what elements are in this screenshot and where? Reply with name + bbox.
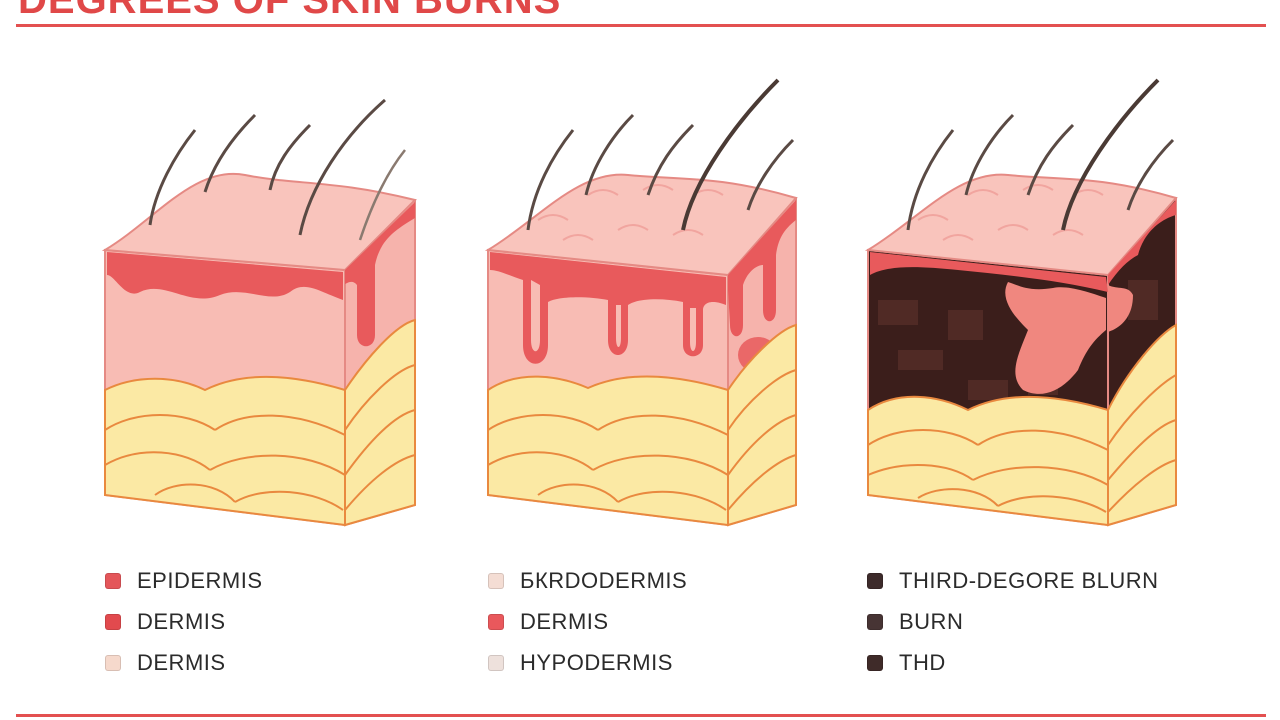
legend-swatch — [867, 572, 883, 589]
legend-label: EPIDERMIS — [137, 567, 263, 593]
diagram-title: DEGREES OF SKIN BURNS — [18, 0, 562, 22]
legend-label: BURN — [899, 608, 964, 634]
legend-item: БКRDODERMIS — [488, 560, 848, 601]
legend-item: THIRD-DEGORE BLURN — [867, 560, 1227, 601]
legend-item: DERMIS — [488, 601, 848, 642]
legend-swatch — [105, 613, 121, 630]
legend-label: DERMIS — [520, 608, 609, 634]
legend-item: BURN — [867, 601, 1227, 642]
legend-swatch — [105, 572, 121, 589]
legend-item: DERMIS — [105, 642, 465, 683]
legend-first-degree: EPIDERMIS DERMIS DERMIS — [105, 560, 465, 683]
legend-label: DERMIS — [137, 608, 226, 634]
second-degree-illustration — [484, 78, 798, 527]
legend-label: HYPODERMIS — [520, 649, 673, 675]
legend-second-degree: БКRDODERMIS DERMIS HYPODERMIS — [488, 560, 848, 683]
legend-third-degree: THIRD-DEGORE BLURN BURN THD — [867, 560, 1227, 683]
legend-item: EPIDERMIS — [105, 560, 465, 601]
legend-swatch — [867, 654, 883, 671]
legend-label: БКRDODERMIS — [520, 567, 688, 593]
legend-label: DERMIS — [137, 649, 226, 675]
legend-swatch — [488, 654, 504, 671]
legend-label: THD — [899, 649, 946, 675]
legend-swatch — [488, 613, 504, 630]
first-degree-illustration — [101, 98, 417, 527]
top-divider — [16, 24, 1266, 27]
legend-item: THD — [867, 642, 1227, 683]
legend-swatch — [488, 572, 504, 589]
third-degree-skin-block — [858, 70, 1218, 540]
second-degree-skin-block — [478, 70, 838, 540]
legend-item: HYPODERMIS — [488, 642, 848, 683]
bottom-divider — [16, 714, 1266, 717]
legend-swatch — [105, 654, 121, 671]
legend-label: THIRD-DEGORE BLURN — [899, 567, 1159, 593]
first-degree-skin-block — [95, 70, 455, 540]
legend-item: DERMIS — [105, 601, 465, 642]
third-degree-illustration — [864, 78, 1178, 527]
legend-swatch — [867, 613, 883, 630]
